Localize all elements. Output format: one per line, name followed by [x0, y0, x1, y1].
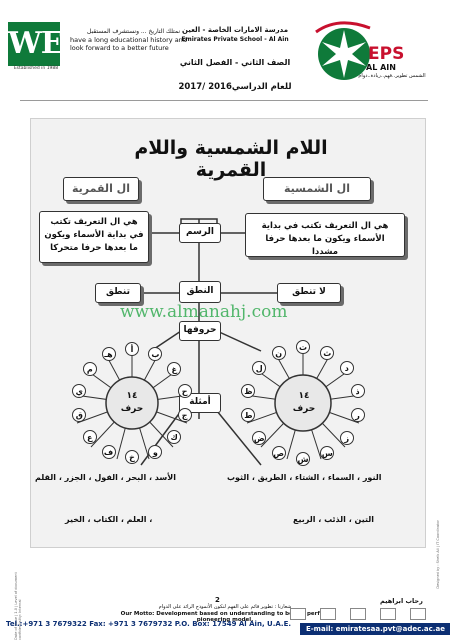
- academic-year: للعام الدراسي2016 /2017: [178, 82, 292, 92]
- email-bar: [300, 623, 450, 635]
- partner-logo-2-icon: [380, 608, 396, 620]
- letter-bubble: ذ: [350, 383, 365, 398]
- email-address[interactable]: E-mail: emiratesaa.pvt@adec.ac.ae: [306, 625, 445, 633]
- right-header-solar: ال الشمسية: [263, 177, 371, 201]
- letter-bubble: ب: [148, 347, 163, 362]
- teacher-name: رحاب ابراهيم: [380, 597, 423, 605]
- right-examples-line-1: النور ، السماء ، الشتاء ، الطريق ، الثوب: [227, 473, 382, 482]
- letter-bubble: ك: [167, 429, 182, 444]
- partner-logo-icon: [350, 608, 366, 620]
- letter-bubble: ر: [350, 408, 365, 423]
- side-note-right: Designed by : Sheik Ali | IT Coordinator: [436, 520, 440, 589]
- partner-logo-3-icon: [410, 608, 426, 620]
- letter-bubble: ق: [72, 408, 87, 423]
- letter-bubble: ح: [177, 383, 192, 398]
- slogan-english: have a long educational history and look…: [70, 36, 187, 52]
- letter-bubble: د: [339, 361, 354, 376]
- motto-arabic: شعارنا : تطوير قائم على الفهم لنكون الأن…: [158, 604, 292, 610]
- header-divider: [20, 100, 428, 101]
- grade-semester: الصف الثاني - الفصل الثاني: [179, 58, 291, 67]
- right-count: ١٤: [298, 391, 310, 401]
- letter-bubble: ل: [252, 361, 267, 376]
- left-examples-line-1: الأسد ، البحر ، الفول ، الجزر ، القلم: [35, 473, 176, 482]
- letter-bubble: ت: [296, 340, 310, 354]
- letter-bubble: م: [82, 362, 97, 377]
- letter-bubble: ن: [271, 345, 286, 360]
- center-label-pronunciation: النطق: [179, 281, 221, 303]
- diagram-connectors: [140, 218, 277, 466]
- eps-logo-subtitle: AL AIN: [366, 63, 396, 72]
- contact-info: Tel.:+971 3 7679322 Fax: +971 3 7679732 …: [6, 620, 292, 628]
- right-examples-line-2: التين ، الذئب ، الربيع: [293, 515, 374, 524]
- accreditation-logo-icon: [290, 608, 306, 620]
- diagram-panel: اللام الشمسية واللام القمرية ال القمرية …: [30, 118, 426, 548]
- center-label-letters: حروفها: [179, 321, 221, 341]
- motto-english: Our Motto: Development based on understa…: [120, 611, 330, 623]
- eps-logo-leaf-icon: [315, 21, 371, 80]
- letter-bubble: خ: [125, 450, 139, 464]
- diagram-title: اللام الشمسية واللام القمرية: [134, 137, 328, 181]
- letter-bubble: ي: [72, 383, 87, 398]
- letter-bubble: ش: [296, 452, 310, 466]
- letter-bubble: س: [320, 446, 335, 461]
- right-definition: هي ال التعريف تكتب في بداية الأسماء ويكو…: [245, 213, 405, 257]
- right-count-word: حرف: [292, 404, 316, 414]
- left-count: ١٤: [126, 391, 138, 401]
- center-label-examples: أمثلة: [179, 393, 221, 413]
- letter-bubble: ط: [241, 408, 256, 423]
- letter-bubble: ج: [177, 408, 192, 423]
- letter-bubble: و: [148, 444, 163, 459]
- left-letters-circle: [74, 347, 190, 460]
- center-label-writing: الرسم: [179, 223, 221, 243]
- letter-bubble: ص: [271, 446, 286, 461]
- left-header-lunar: ال القمرية: [63, 177, 139, 201]
- letter-bubble: ض: [252, 430, 267, 445]
- left-examples-line-2: ، العلم ، الكتاب ، الخير: [65, 515, 153, 524]
- letter-bubble: ظ: [241, 383, 256, 398]
- side-note-left: Date of Issue | 1.0 | Level of document …: [14, 572, 22, 640]
- letter-bubble: ف: [101, 444, 116, 459]
- letter-bubble: أ: [125, 342, 139, 356]
- letter-bubble: ز: [339, 430, 354, 445]
- eps-tagline: الشمس تطوير..فهم..ريادة..دوام: [358, 73, 426, 79]
- slogan-arabic: نمتلك التاريخ ... ونستشرف المستقبل: [86, 28, 180, 35]
- letter-bubble: ث: [320, 345, 335, 360]
- letter-bubble: هـ: [101, 347, 116, 362]
- left-pronounce: تنطق: [95, 283, 141, 303]
- left-count-word: حرف: [120, 404, 144, 414]
- school-name-arabic: مدرسة الامارات الخاصة - العين: [181, 26, 289, 34]
- we-established-text: Established in 1988: [13, 66, 59, 71]
- left-definition: هي ال التعريف تكتب في بداية الأسماء ويكو…: [39, 211, 149, 263]
- eps-logo-text: EPS: [368, 44, 405, 64]
- page-number: 2: [215, 596, 220, 604]
- school-name-english: Emirates Private School - Al Ain: [181, 36, 289, 43]
- letter-bubble: ع: [82, 429, 97, 444]
- letter-bubble: غ: [167, 362, 182, 377]
- watermark-text: www.almanahj.com: [120, 302, 288, 322]
- right-pronounce: لا تنطق: [277, 283, 341, 303]
- edexcel-logo-icon: [320, 608, 336, 620]
- right-letters-circle: [244, 347, 362, 460]
- we-logo: WE: [8, 22, 64, 66]
